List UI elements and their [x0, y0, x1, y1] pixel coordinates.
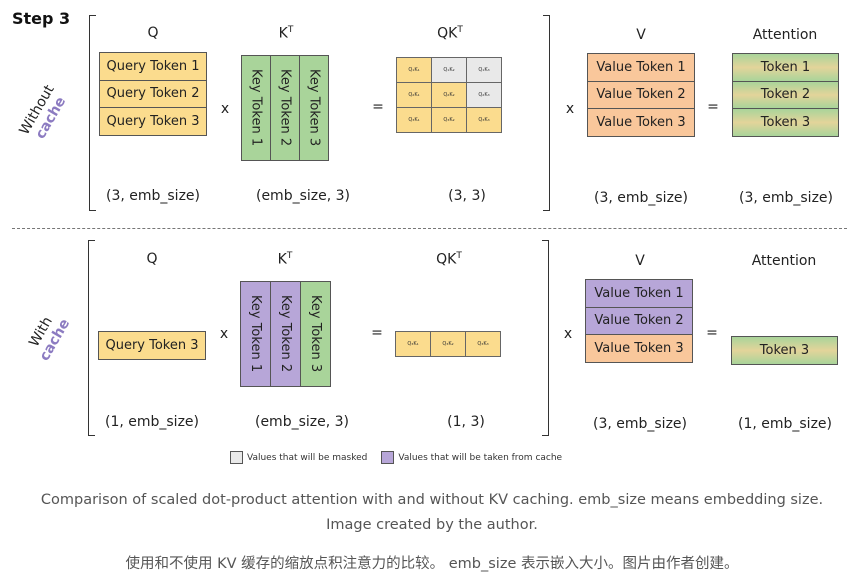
- key-token: Key Token 3: [299, 55, 329, 161]
- attention-token: Token 2: [732, 80, 839, 109]
- qk-cell: Q₁K₁: [396, 57, 432, 83]
- legend-swatch-masked: [230, 451, 243, 464]
- qk-cell: Q₃K₂: [430, 331, 466, 357]
- query-token: Query Token 3: [99, 107, 207, 136]
- qk-cell-masked: Q₁K₃: [466, 57, 502, 83]
- caption-english-line1: Comparison of scaled dot-product attenti…: [40, 492, 824, 508]
- v-dim: (3, emb_size): [593, 190, 688, 206]
- attention-matrix: Token 3: [731, 336, 838, 365]
- qk-cell: Q₂K₂: [431, 82, 467, 108]
- equals-sign: =: [706, 325, 718, 341]
- legend-label-cache: Values that will be taken from cache: [398, 452, 563, 463]
- qk-cell: Q₃K₃: [465, 331, 501, 357]
- v-dim: (3, emb_size): [592, 416, 687, 432]
- qkt-header: QKT: [437, 25, 463, 42]
- key-token-cached: Key Token 2: [270, 281, 301, 387]
- attention-matrix: Token 1 Token 2 Token 3: [732, 53, 839, 137]
- v-header: V: [636, 27, 646, 43]
- qk-cell: Q₂K₁: [396, 82, 432, 108]
- legend-swatch-cache: [381, 451, 395, 464]
- kt-dim: (emb_size, 3): [255, 188, 350, 204]
- q-matrix: Query Token 1 Query Token 2 Query Token …: [99, 52, 207, 136]
- without-cache-label: Without cache: [10, 71, 78, 156]
- qkt-dim: (3, 3): [448, 188, 486, 204]
- value-token-cached: Value Token 1: [585, 279, 693, 308]
- qkt-matrix: Q₁K₁ Q₁K₂ Q₁K₃ Q₂K₁ Q₂K₂ Q₂K₃ Q₃K₁ Q₃K₂ …: [396, 57, 502, 133]
- attention-dim: (1, emb_size): [737, 416, 832, 432]
- v-header: V: [635, 253, 645, 269]
- equals-sign: =: [707, 99, 719, 115]
- qkt-header: QKT: [436, 251, 462, 268]
- q-dim: (1, emb_size): [104, 414, 199, 430]
- legend: Values that will be masked Values that w…: [230, 451, 562, 464]
- attention-token: Token 3: [731, 336, 838, 365]
- value-token: Value Token 1: [587, 53, 695, 82]
- v-matrix: Value Token 1 Value Token 2 Value Token …: [585, 279, 693, 363]
- legend-label-masked: Values that will be masked: [247, 452, 368, 463]
- left-bracket: [88, 240, 95, 436]
- attention-token: Token 1: [732, 53, 839, 82]
- kt-header: KT: [278, 25, 294, 42]
- attention-header: Attention: [752, 27, 818, 43]
- key-token-cached: Key Token 1: [240, 281, 271, 387]
- multiply-sign: x: [219, 326, 229, 342]
- v-matrix: Value Token 1 Value Token 2 Value Token …: [587, 53, 695, 137]
- right-bracket: [543, 15, 550, 211]
- qk-cell: Q₃K₃: [466, 107, 502, 133]
- equals-sign: =: [372, 99, 384, 115]
- q-dim: (3, emb_size): [105, 188, 200, 204]
- left-bracket: [89, 15, 96, 211]
- qk-cell: Q₃K₁: [396, 107, 432, 133]
- key-token: Key Token 3: [300, 281, 331, 387]
- kt-matrix: Key Token 1 Key Token 2 Key Token 3: [240, 281, 331, 387]
- value-token: Value Token 2: [587, 80, 695, 109]
- step-title: Step 3: [12, 9, 71, 28]
- query-token: Query Token 1: [99, 52, 207, 81]
- with-cache-label: With cache: [14, 293, 82, 378]
- value-token-cached: Value Token 2: [585, 306, 693, 335]
- value-token: Value Token 3: [585, 334, 693, 363]
- kt-matrix: Key Token 1 Key Token 2 Key Token 3: [241, 55, 329, 161]
- q-header: Q: [147, 25, 159, 41]
- qkt-dim: (1, 3): [447, 414, 485, 430]
- multiply-sign: x: [563, 326, 573, 342]
- key-token: Key Token 2: [270, 55, 300, 161]
- attention-header: Attention: [751, 253, 817, 269]
- attention-token: Token 3: [732, 108, 839, 137]
- multiply-sign: x: [220, 101, 230, 117]
- caption-english-line2: Image created by the author.: [326, 517, 538, 533]
- qk-cell: Q₃K₂: [431, 107, 467, 133]
- q-header: Q: [146, 251, 158, 267]
- section-divider: [12, 228, 847, 229]
- q-matrix: Query Token 3: [98, 331, 206, 360]
- kt-header: KT: [277, 251, 293, 268]
- equals-sign: =: [371, 325, 383, 341]
- qkt-matrix: Q₃K₁ Q₃K₂ Q₃K₃: [395, 331, 501, 357]
- right-bracket: [542, 240, 549, 436]
- caption-chinese: 使用和不使用 KV 缓存的缩放点积注意力的比较。 emb_size 表示嵌入大小…: [125, 556, 739, 572]
- qk-cell: Q₃K₁: [395, 331, 431, 357]
- attention-dim: (3, emb_size): [738, 190, 833, 206]
- qk-cell-masked: Q₁K₂: [431, 57, 467, 83]
- key-token: Key Token 1: [241, 55, 271, 161]
- multiply-sign: x: [565, 101, 575, 117]
- query-token: Query Token 3: [98, 331, 206, 360]
- kt-dim: (emb_size, 3): [254, 414, 349, 430]
- qk-cell-masked: Q₂K₃: [466, 82, 502, 108]
- query-token: Query Token 2: [99, 79, 207, 108]
- value-token: Value Token 3: [587, 108, 695, 137]
